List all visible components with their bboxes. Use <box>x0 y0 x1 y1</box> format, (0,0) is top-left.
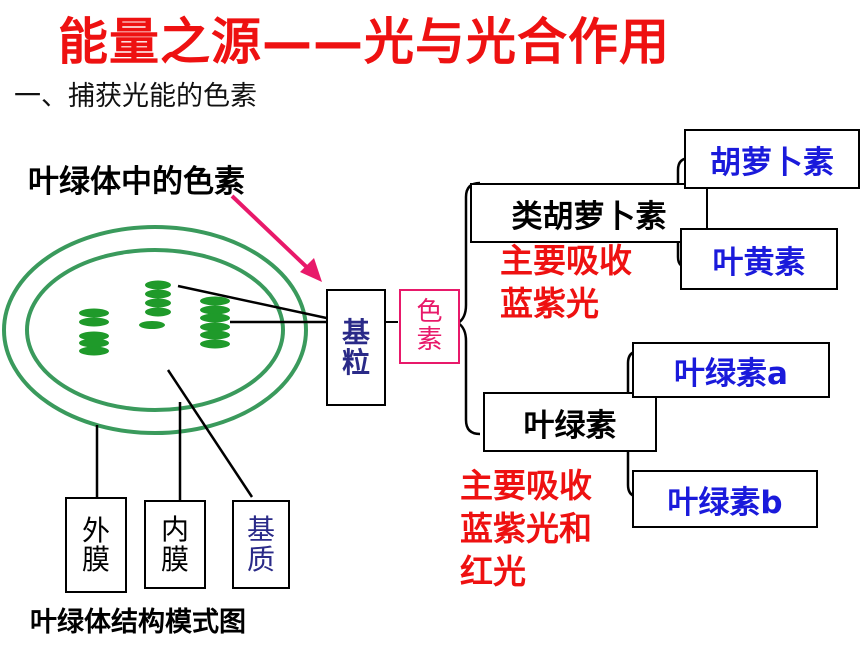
grana-label-box: 基 粒 <box>326 289 386 406</box>
carotenoids-box: 类胡萝卜素 <box>470 183 708 243</box>
section-subtitle: 一、捕获光能的色素 <box>14 81 257 112</box>
inner-membrane-label-box: 内 膜 <box>144 500 206 589</box>
heading-chloroplast-pigments: 叶绿体中的色素 <box>28 164 245 200</box>
outer-membrane-label-box: 外 膜 <box>65 497 127 593</box>
page-title: 能量之源——光与光合作用 <box>58 13 670 71</box>
xanthophyll-box: 叶黄素 <box>680 228 838 290</box>
chlorophyll-a-box: 叶绿素a <box>632 342 830 398</box>
grana-stacks <box>79 280 230 356</box>
chlorophyll-box: 叶绿素 <box>483 392 657 452</box>
outer-membrane <box>2 225 308 435</box>
pointer-arrow-line <box>230 194 317 277</box>
pigment-label-box: 色 素 <box>399 289 460 364</box>
stroma-label-box: 基 质 <box>232 500 290 589</box>
chlorophyll-absorption: 主要吸收 蓝紫光和 红光 <box>460 466 592 591</box>
inner-membrane <box>25 248 285 412</box>
diagram-caption: 叶绿体结构模式图 <box>30 607 246 638</box>
chlorophyll-b-box: 叶绿素b <box>632 470 818 528</box>
pointer-arrow-head <box>300 258 322 282</box>
carotenoids-absorption: 主要吸收 蓝紫光 <box>500 241 632 323</box>
beta-carotene-box: 胡萝卜素 <box>684 129 860 189</box>
